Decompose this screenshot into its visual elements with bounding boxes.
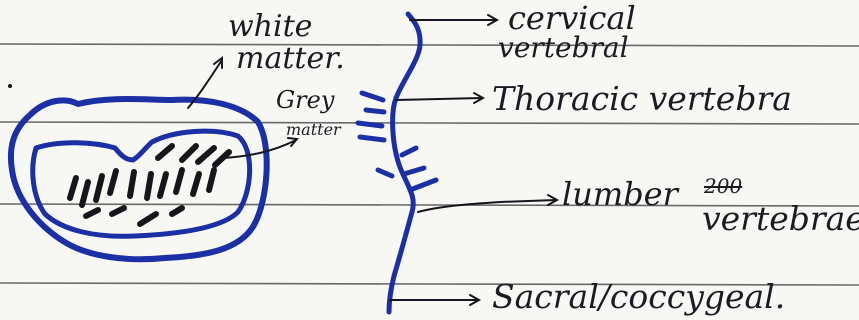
- white-matter-label-2: matter.: [236, 44, 345, 74]
- grey-matter-label-1: Grey: [276, 88, 334, 112]
- grey-matter-pointer: [224, 138, 297, 158]
- cervical-label-2: vertebral: [498, 34, 629, 62]
- vertebral-column-curve: [389, 14, 420, 312]
- thoracic-arrow: [396, 93, 483, 103]
- ink-dot: [8, 84, 12, 88]
- spinal-cord-section: [11, 58, 297, 259]
- lumbar-label: lumber: [562, 178, 678, 210]
- sacral-label: Sacral/coccygeal.: [492, 280, 785, 313]
- lumbar-struck-word: 200: [704, 176, 742, 196]
- lumbar-arrow: [418, 195, 557, 212]
- grey-matter-label-2: matter: [286, 122, 341, 138]
- lumbar-label-2: vertebrae.: [702, 202, 859, 235]
- ruled-line: [0, 122, 859, 124]
- cervical-label-1: cervical: [508, 2, 636, 34]
- white-matter-label-1: white: [228, 12, 312, 42]
- ruled-line: [0, 44, 859, 46]
- vertebral-spines: [358, 93, 436, 190]
- cervical-arrow: [410, 15, 497, 25]
- thoracic-label: Thoracic vertebra: [492, 82, 792, 115]
- sacral-arrow: [390, 295, 479, 305]
- grey-matter-hatching: [70, 146, 229, 224]
